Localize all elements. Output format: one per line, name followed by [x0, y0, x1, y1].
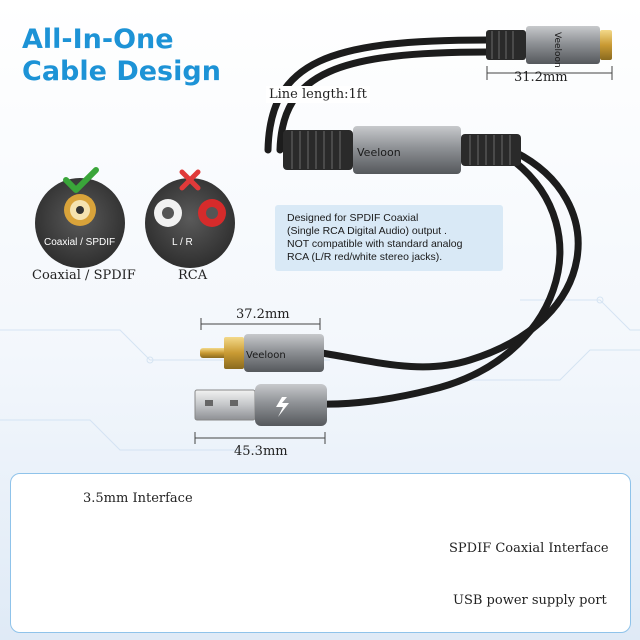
check-icon	[63, 167, 99, 193]
splitter-body	[283, 126, 521, 174]
usb-interface-label: USB power supply port	[453, 593, 607, 608]
braided-cables	[264, 36, 582, 408]
rca-jacks-circle	[145, 178, 235, 268]
cross-icon	[179, 169, 201, 191]
rca-circle-caption: L / R	[172, 237, 193, 248]
note-line: NOT compatible with standard analog	[287, 238, 463, 250]
compatibility-note: Designed for SPDIF Coaxial (Single RCA D…	[275, 205, 503, 271]
dimension-female-jack: 31.2mm	[514, 70, 568, 85]
note-line: RCA (L/R red/white stereo jacks).	[287, 251, 443, 263]
interface-panel	[10, 473, 631, 633]
dimension-rca-plug: 37.2mm	[236, 307, 290, 322]
spdif-interface-label: SPDIF Coaxial Interface	[449, 541, 609, 556]
line-length-label: Line length:1ft	[266, 86, 370, 103]
note-line: (Single RCA Digital Audio) output .	[287, 225, 447, 237]
headline-line-1: All-In-One	[22, 24, 174, 55]
rca-label: RCA	[178, 268, 208, 283]
usb-plug	[194, 384, 327, 444]
headline-line-2: Cable Design	[22, 56, 221, 87]
headline: All-In-One Cable Design	[22, 24, 221, 88]
coax-jack-circle	[35, 178, 125, 268]
dimension-usb-plug: 45.3mm	[234, 444, 288, 459]
rca-plug	[200, 318, 324, 372]
coax-circle-caption: Coaxial / SPDIF	[44, 237, 116, 248]
female-jack-top	[486, 26, 613, 80]
jack-35-interface-label: 3.5mm Interface	[83, 491, 193, 506]
coax-label: Coaxial / SPDIF	[32, 268, 136, 283]
note-line: Designed for SPDIF Coaxial	[287, 212, 419, 224]
